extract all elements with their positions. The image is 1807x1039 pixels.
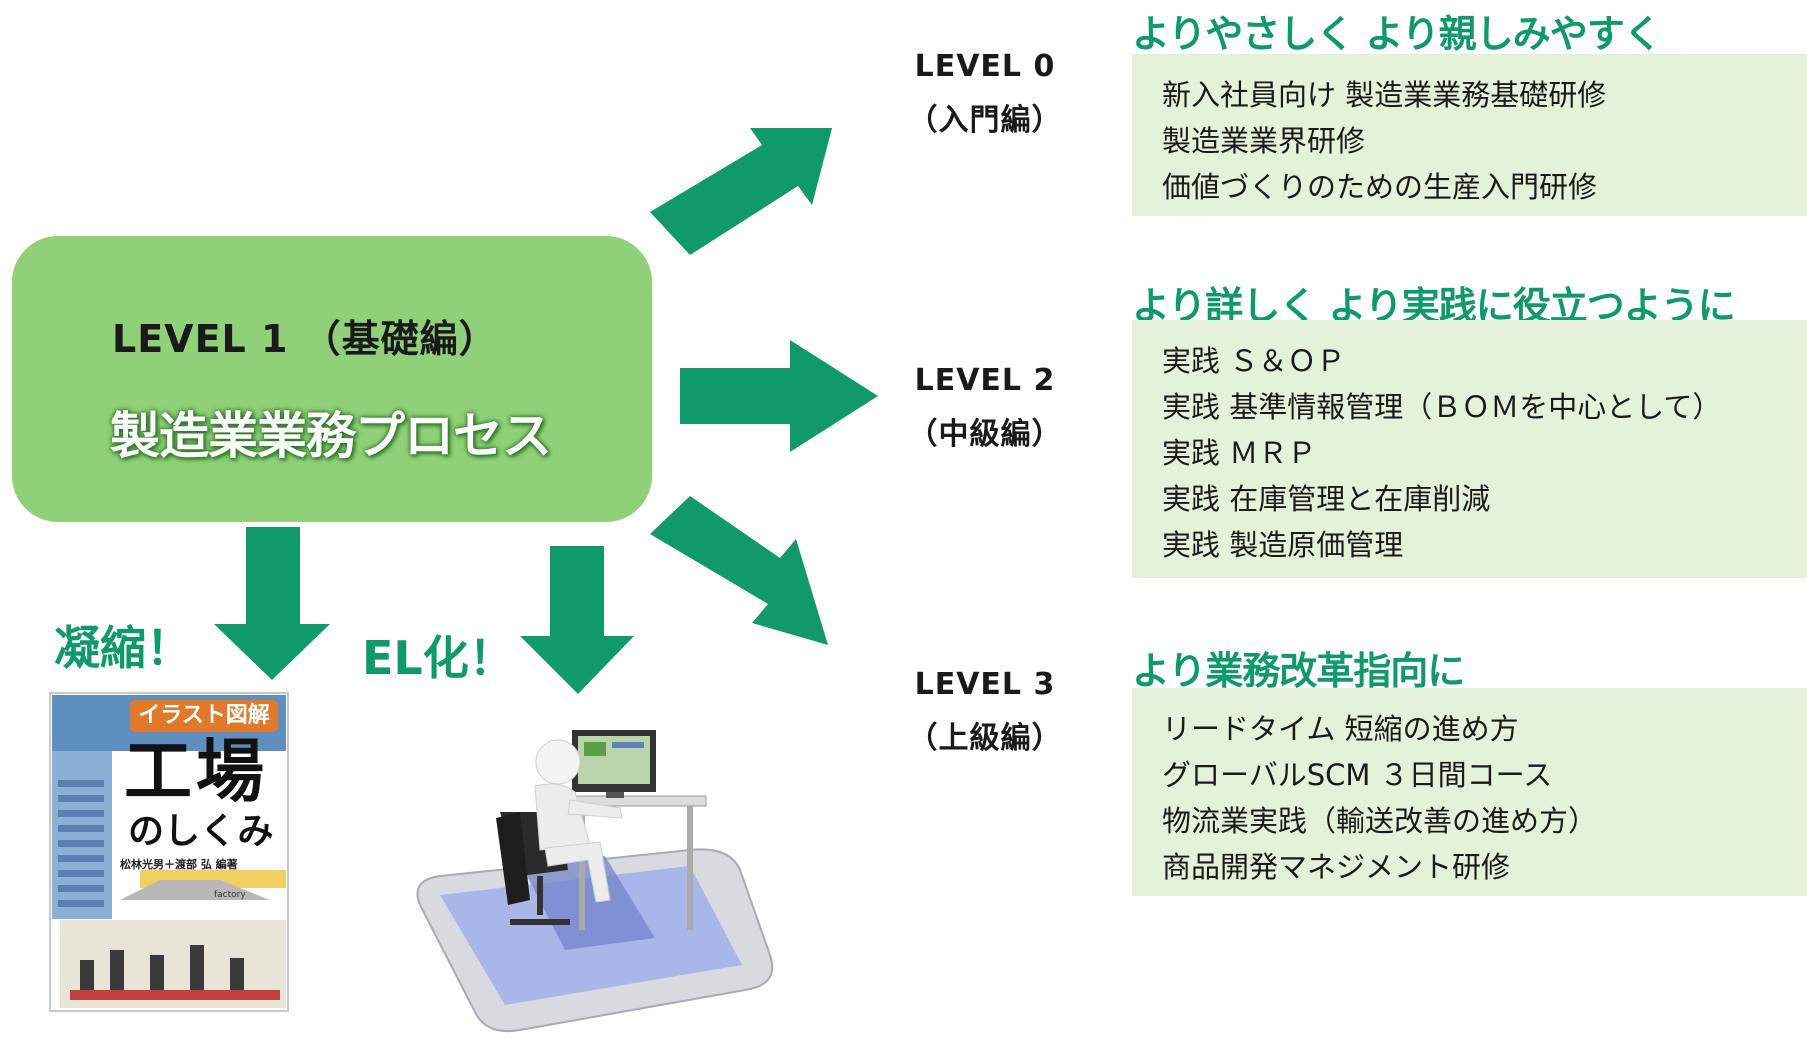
course-item: リードタイム 短縮の進め方	[1162, 712, 1519, 746]
elearning-callout: EL化！	[362, 631, 515, 685]
course-item: グローバルSCM ３日間コース	[1162, 758, 1553, 792]
course-item: 製造業業界研修	[1162, 124, 1366, 158]
book-authors: 松林光男＋渡部 弘 編著	[120, 858, 238, 871]
condense-callout: 凝縮！	[54, 621, 192, 675]
course-item: 実践 ＭＲＰ	[1162, 436, 1317, 470]
course-item: 実践 製造原価管理	[1162, 528, 1404, 562]
course-item: 商品開発マネジメント研修	[1162, 850, 1511, 884]
level-3-course-list: リードタイム 短縮の進め方 グローバルSCM ３日間コース 物流業実践（輸送改善…	[1132, 688, 1807, 896]
level-2-label: LEVEL 2 （中級編）	[907, 363, 1063, 452]
course-item: 実践 Ｓ＆ＯＰ	[1162, 344, 1346, 378]
level-0-course-list: 新入社員向け 製造業業務基礎研修 製造業業界研修 価値づくりのための生産入門研修	[1132, 54, 1807, 216]
course-item: 実践 在庫管理と在庫削減	[1162, 482, 1491, 516]
course-item: 新入社員向け 製造業業務基礎研修	[1162, 78, 1607, 112]
arrow-to-level-2	[680, 340, 878, 452]
level-1-box: LEVEL 1 （基礎編） 製造業業務プロセス	[12, 236, 652, 522]
level-3-label: LEVEL 3 （上級編）	[907, 667, 1063, 756]
level-1-subtitle: 製造業業務プロセス	[110, 407, 552, 465]
course-item: 価値づくりのための生産入門研修	[1162, 170, 1598, 204]
book-title-line1: 工場	[124, 733, 269, 812]
level-1-title: LEVEL 1 （基礎編）	[112, 317, 498, 361]
arrow-to-level-0	[650, 128, 832, 255]
course-item: 物流業実践（輸送改善の進め方）	[1162, 804, 1598, 838]
arrow-to-book	[214, 527, 330, 680]
level-2-course-list: 実践 Ｓ＆ＯＰ 実践 基準情報管理（ＢＯＭを中心として） 実践 ＭＲＰ 実践 在…	[1132, 320, 1807, 578]
arrow-to-elearning	[520, 546, 634, 694]
level-3-heading: より業務改革指向に	[1132, 649, 1465, 693]
book-title-line2: のしくみ	[128, 811, 274, 852]
elearning-illustration	[416, 730, 774, 1032]
level-0-label: LEVEL 0 （入門編）	[907, 49, 1063, 138]
book-cover-illustration	[49, 692, 289, 1012]
book-tag: factory	[214, 890, 246, 900]
book-badge: イラスト図解	[138, 703, 270, 728]
course-item: 実践 基準情報管理（ＢＯＭを中心として）	[1162, 390, 1722, 424]
arrow-to-level-3	[650, 496, 828, 645]
level-0-heading: よりやさしく より親しみやすく	[1132, 12, 1662, 56]
